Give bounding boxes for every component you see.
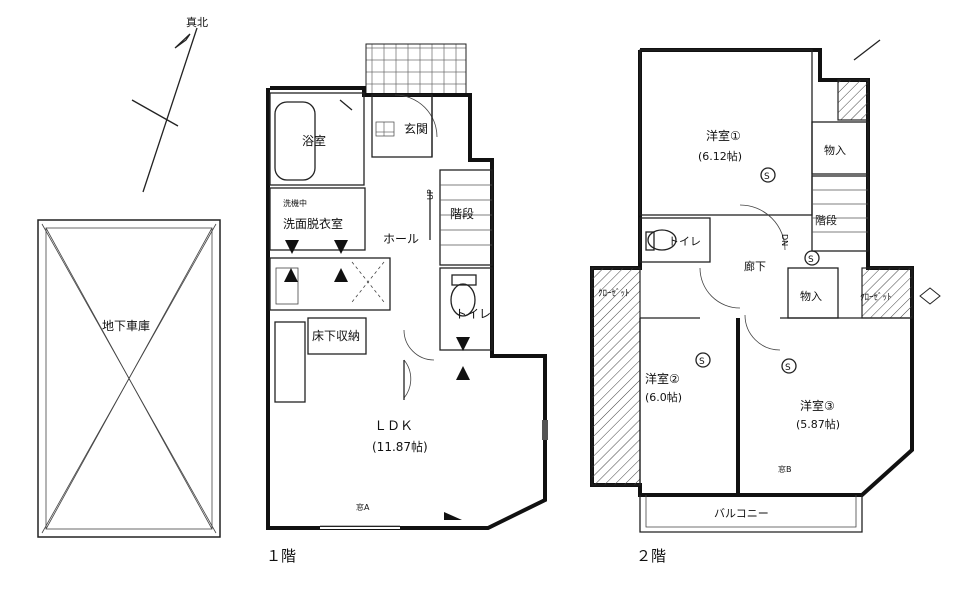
floor-2-plan: S S S S 洋室① (6.12帖) 物入 階段 DN トイレ 廊下 ｸﾛｰｾ… — [590, 39, 941, 565]
stairs-up-label: UP — [426, 189, 435, 200]
stairs-label-2f: 階段 — [815, 213, 837, 227]
closet-right-label: ｸﾛｰｾﾞｯﾄ — [860, 292, 892, 303]
storage-marks: S S S S — [695, 167, 820, 374]
stairs-dn-label: DN — [780, 234, 789, 246]
room-1-label: 洋室① — [706, 128, 741, 143]
washroom-note: 洗機中 — [283, 198, 307, 208]
underground-garage: 地下車庫 — [37, 219, 221, 538]
entrance-label: 玄関 — [404, 121, 428, 136]
toilet-label: トイレ — [455, 307, 491, 321]
floor-1-plan: 浴室 玄関 洗機中 洗面脱衣室 ホール UP 階段 トイレ 床下収納 ＬＤＫ (… — [266, 43, 548, 565]
stairs-label: 階段 — [450, 206, 474, 221]
storage-mark-s: S — [808, 255, 814, 265]
closet-left-label: ｸﾛｰｾﾞｯﾄ — [598, 288, 630, 299]
toilet-label-2f: トイレ — [668, 235, 701, 248]
room-2-size: (6.0帖) — [645, 391, 682, 404]
room-3-label: 洋室③ — [800, 398, 835, 413]
north-arrow: 真北 — [131, 15, 208, 193]
ldk-label: ＬＤＫ — [374, 419, 413, 434]
hall-label: ホール — [383, 232, 419, 246]
storage-mark-s: S — [785, 363, 791, 373]
room-1-size: (6.12帖) — [698, 150, 742, 163]
storage-1-label: 物入 — [824, 143, 846, 157]
bath-label: 浴室 — [302, 133, 326, 148]
storage-mark-s: S — [764, 172, 770, 182]
window-a-label: 窓A — [356, 502, 370, 512]
room-3-size: (5.87帖) — [796, 418, 840, 431]
balcony-label: バルコニー — [714, 507, 769, 520]
washroom-label: 洗面脱衣室 — [283, 216, 343, 231]
storage-mark-s: S — [699, 357, 705, 367]
storage-label: 床下収納 — [312, 329, 360, 343]
ldk-size: (11.87帖) — [372, 439, 428, 454]
floor-2-caption: ２階 — [636, 547, 666, 565]
garage-label: 地下車庫 — [102, 319, 150, 333]
corridor-label: 廊下 — [744, 259, 766, 273]
window-b-label: 窓B — [778, 464, 792, 474]
room-2-label: 洋室② — [645, 371, 680, 386]
storage-2-label: 物入 — [800, 289, 822, 303]
north-label: 真北 — [186, 15, 208, 29]
floor-1-caption: １階 — [266, 547, 296, 565]
